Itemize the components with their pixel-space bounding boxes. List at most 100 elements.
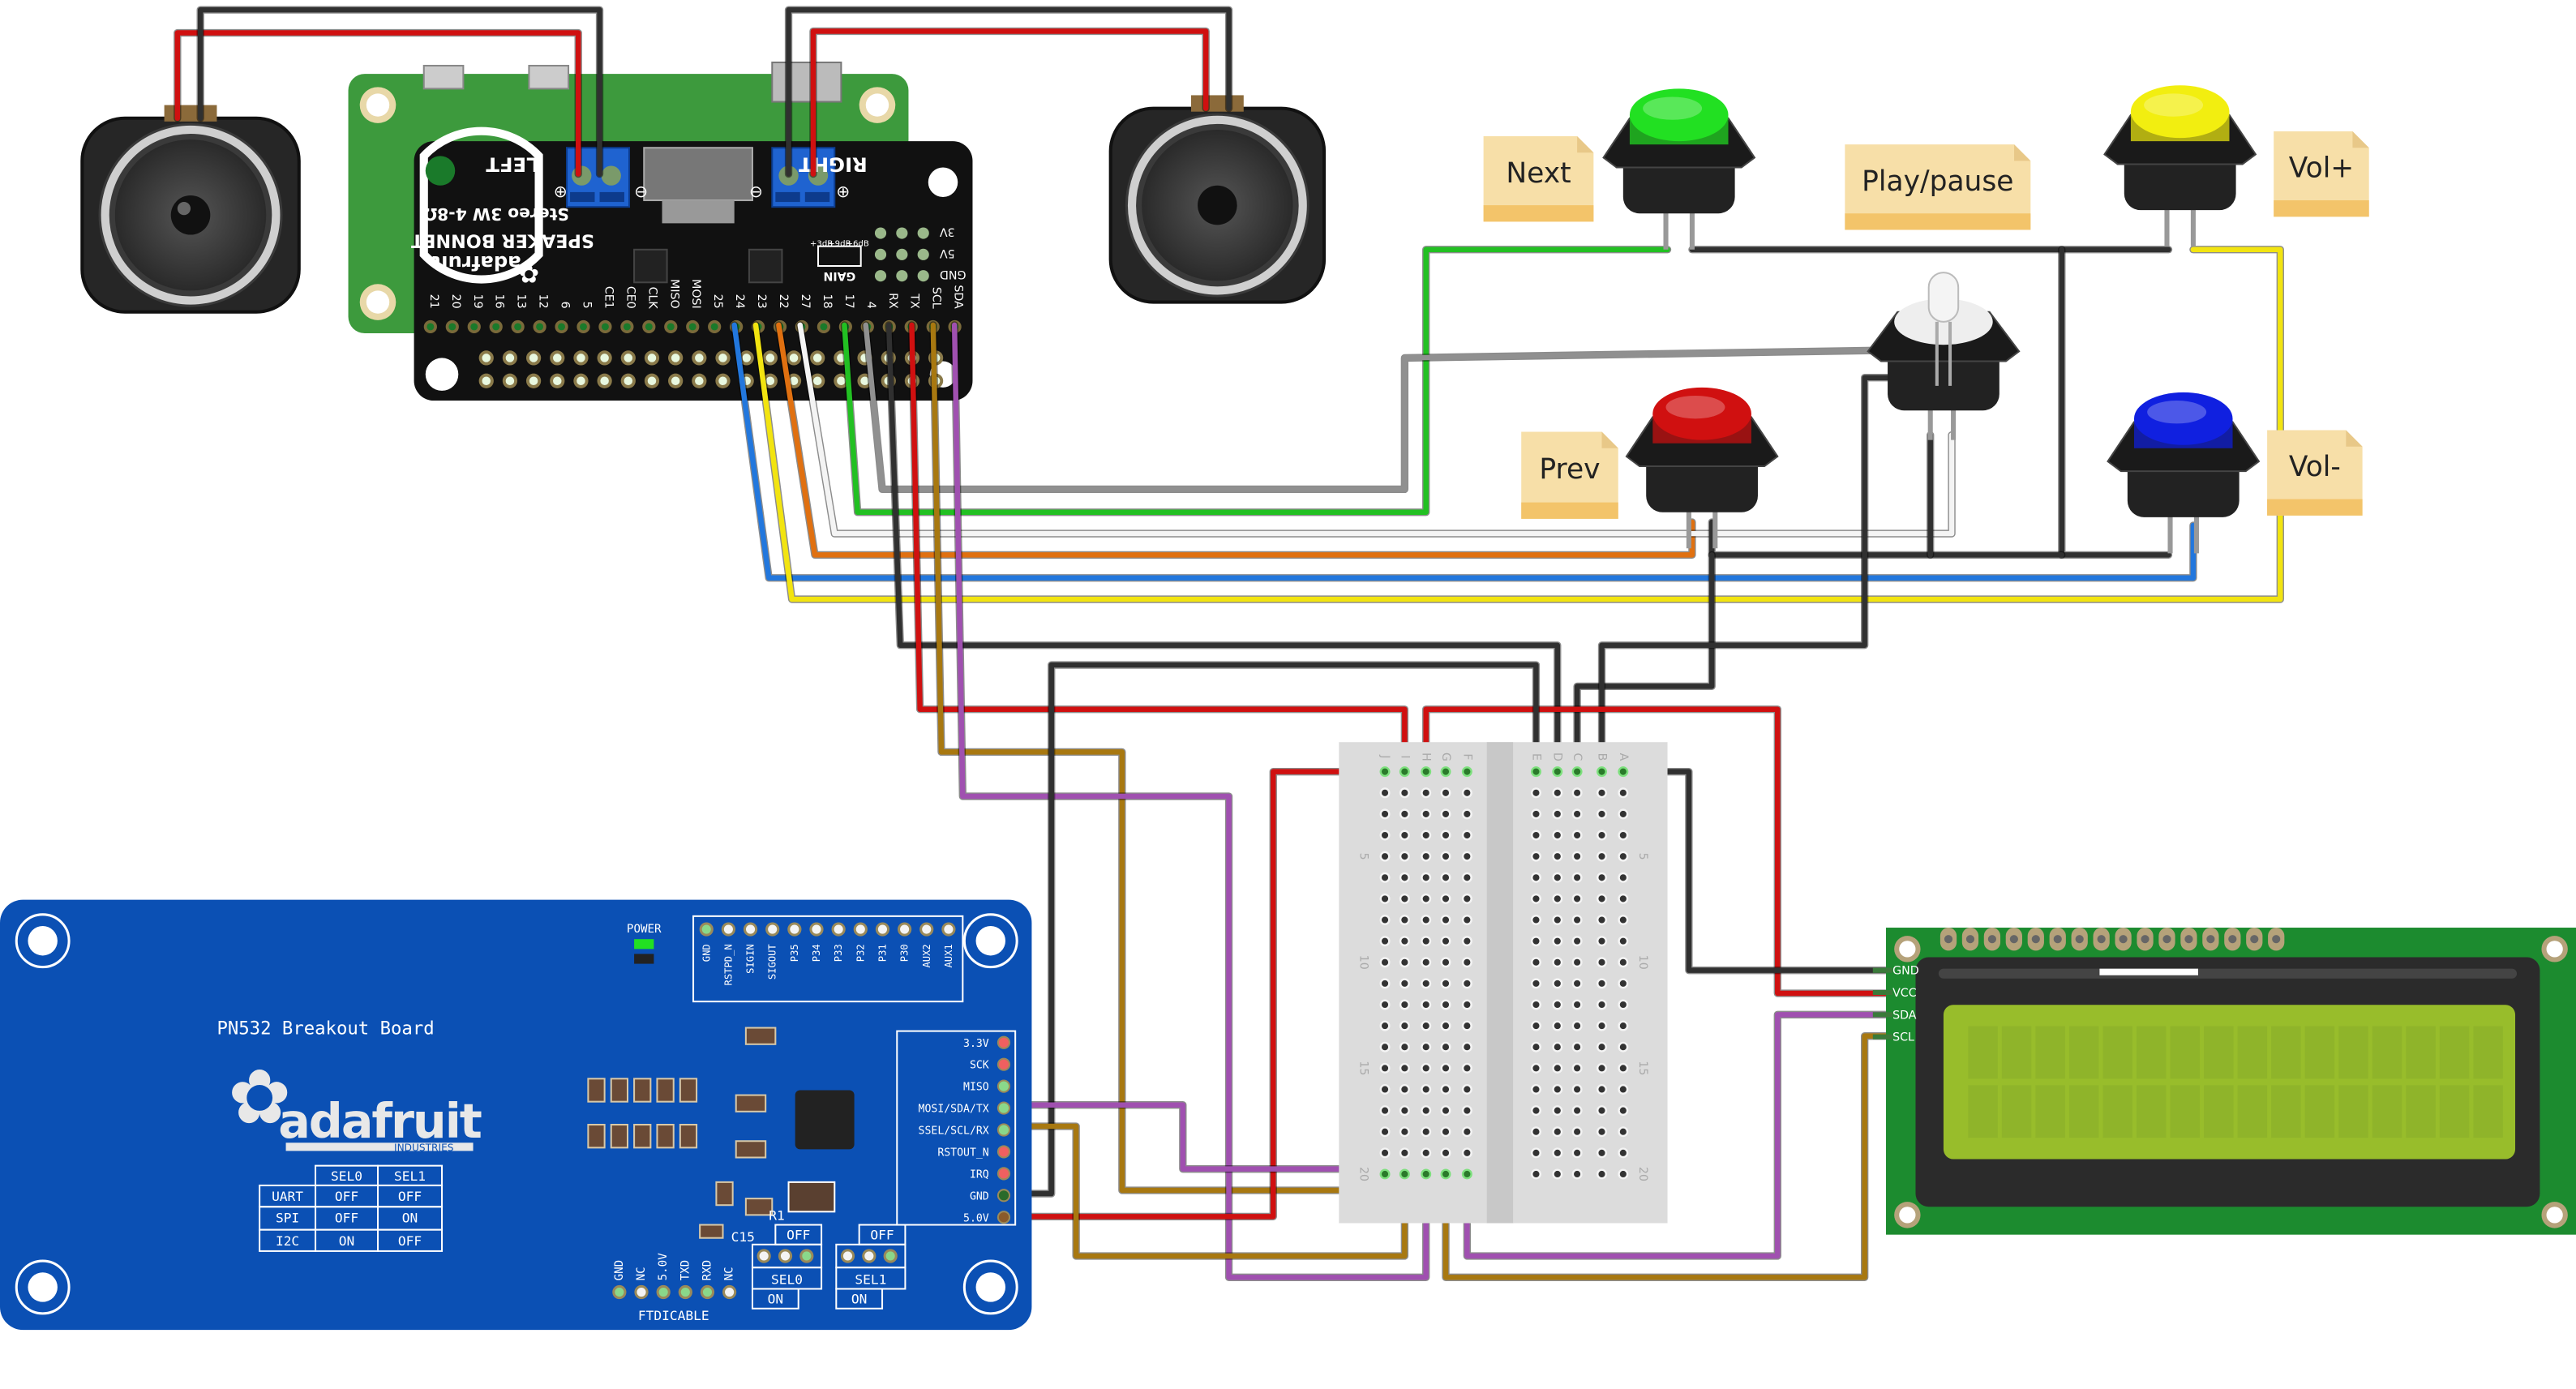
breadboard-hole[interactable] (1618, 1147, 1629, 1159)
breadboard-hole[interactable] (1461, 766, 1472, 778)
breadboard-hole[interactable] (1399, 787, 1410, 799)
breadboard-hole[interactable] (1461, 872, 1472, 883)
breadboard-hole[interactable] (1461, 1083, 1472, 1095)
breadboard-hole[interactable] (1421, 766, 1432, 778)
breadboard-hole[interactable] (1379, 936, 1391, 947)
breadboard-hole[interactable] (1440, 893, 1451, 904)
breadboard-hole[interactable] (1618, 915, 1629, 925)
breadboard-hole[interactable] (1618, 936, 1629, 947)
breadboard-hole[interactable] (1379, 787, 1391, 799)
breadboard-hole[interactable] (1399, 999, 1410, 1010)
breadboard-hole[interactable] (1530, 1168, 1541, 1180)
breadboard-hole[interactable] (1571, 957, 1583, 968)
side-pin[interactable] (997, 1189, 1011, 1203)
breadboard-hole[interactable] (1571, 999, 1583, 1010)
breadboard-hole[interactable] (1379, 978, 1391, 989)
breadboard-hole[interactable] (1571, 978, 1583, 989)
breadboard-hole[interactable] (1571, 1083, 1583, 1095)
breadboard-hole[interactable] (1421, 1083, 1432, 1095)
breadboard-hole[interactable] (1530, 1083, 1541, 1095)
breadboard-hole[interactable] (1421, 1062, 1432, 1074)
breadboard-hole[interactable] (1597, 893, 1607, 904)
breadboard-hole[interactable] (1421, 830, 1432, 841)
breadboard-hole[interactable] (1618, 872, 1629, 883)
breadboard-hole[interactable] (1571, 915, 1583, 925)
breadboard-hole[interactable] (1399, 893, 1410, 904)
breadboard-hole[interactable] (1399, 808, 1410, 820)
breadboard-hole[interactable] (1597, 999, 1607, 1010)
breadboard-hole[interactable] (1618, 851, 1629, 862)
breadboard-hole[interactable] (1552, 830, 1563, 841)
breadboard-hole[interactable] (1530, 872, 1541, 883)
breadboard-hole[interactable] (1597, 808, 1607, 820)
breadboard-hole[interactable] (1440, 808, 1451, 820)
breadboard-hole[interactable] (1552, 1083, 1563, 1095)
breadboard-hole[interactable] (1597, 1105, 1607, 1117)
breadboard-hole[interactable] (1571, 872, 1583, 883)
breadboard-hole[interactable] (1552, 999, 1563, 1010)
breadboard-hole[interactable] (1530, 1041, 1541, 1052)
breadboard-hole[interactable] (1530, 957, 1541, 968)
breadboard-hole[interactable] (1440, 1062, 1451, 1074)
next-button[interactable] (1602, 88, 1756, 250)
breadboard-hole[interactable] (1461, 999, 1472, 1010)
side-pin[interactable] (997, 1057, 1011, 1071)
breadboard-hole[interactable] (1379, 1020, 1391, 1031)
side-pin[interactable] (997, 1079, 1011, 1093)
breadboard-hole[interactable] (1440, 766, 1451, 778)
breadboard-hole[interactable] (1399, 1041, 1410, 1052)
breadboard-hole[interactable] (1379, 1083, 1391, 1095)
breadboard-hole[interactable] (1421, 1147, 1432, 1159)
breadboard-hole[interactable] (1571, 1168, 1583, 1180)
breadboard-hole[interactable] (1597, 1147, 1607, 1159)
breadboard-hole[interactable] (1440, 787, 1451, 799)
breadboard-hole[interactable] (1571, 936, 1583, 947)
breadboard-hole[interactable] (1618, 1168, 1629, 1180)
breadboard-hole[interactable] (1597, 1041, 1607, 1052)
breadboard-hole[interactable] (1552, 893, 1563, 904)
breadboard-hole[interactable] (1571, 766, 1583, 778)
breadboard-hole[interactable] (1399, 915, 1410, 925)
breadboard-hole[interactable] (1571, 808, 1583, 820)
breadboard-hole[interactable] (1440, 1020, 1451, 1031)
breadboard-hole[interactable] (1530, 1126, 1541, 1138)
breadboard-hole[interactable] (1618, 1126, 1629, 1138)
breadboard-hole[interactable] (1530, 787, 1541, 799)
breadboard-hole[interactable] (1530, 1020, 1541, 1031)
breadboard-hole[interactable] (1552, 872, 1563, 883)
breadboard-hole[interactable] (1379, 1041, 1391, 1052)
breadboard-hole[interactable] (1530, 1147, 1541, 1159)
breadboard-hole[interactable] (1421, 957, 1432, 968)
breadboard-hole[interactable] (1399, 830, 1410, 841)
breadboard-hole[interactable] (1440, 851, 1451, 862)
breadboard-hole[interactable] (1618, 1105, 1629, 1117)
breadboard-hole[interactable] (1379, 915, 1391, 925)
breadboard-hole[interactable] (1552, 1062, 1563, 1074)
breadboard-hole[interactable] (1571, 1126, 1583, 1138)
breadboard-hole[interactable] (1440, 1105, 1451, 1117)
breadboard-hole[interactable] (1461, 808, 1472, 820)
breadboard-hole[interactable] (1421, 1126, 1432, 1138)
breadboard-hole[interactable] (1618, 1083, 1629, 1095)
breadboard-hole[interactable] (1597, 957, 1607, 968)
breadboard-hole[interactable] (1530, 936, 1541, 947)
play-pause-button-led[interactable] (1867, 272, 2021, 440)
breadboard-hole[interactable] (1379, 1126, 1391, 1138)
breadboard-hole[interactable] (1618, 830, 1629, 841)
breadboard-hole[interactable] (1379, 1062, 1391, 1074)
breadboard-hole[interactable] (1421, 978, 1432, 989)
breadboard-hole[interactable] (1597, 1020, 1607, 1031)
breadboard-hole[interactable] (1440, 1041, 1451, 1052)
breadboard-hole[interactable] (1552, 978, 1563, 989)
side-pin[interactable] (997, 1123, 1011, 1137)
breadboard-hole[interactable] (1440, 978, 1451, 989)
breadboard-hole[interactable] (1461, 915, 1472, 925)
breadboard-hole[interactable] (1461, 1105, 1472, 1117)
breadboard-hole[interactable] (1440, 915, 1451, 925)
breadboard-hole[interactable] (1440, 999, 1451, 1010)
breadboard-hole[interactable] (1571, 1147, 1583, 1159)
breadboard-hole[interactable] (1461, 978, 1472, 989)
breadboard-hole[interactable] (1399, 1062, 1410, 1074)
breadboard-hole[interactable] (1461, 1020, 1472, 1031)
